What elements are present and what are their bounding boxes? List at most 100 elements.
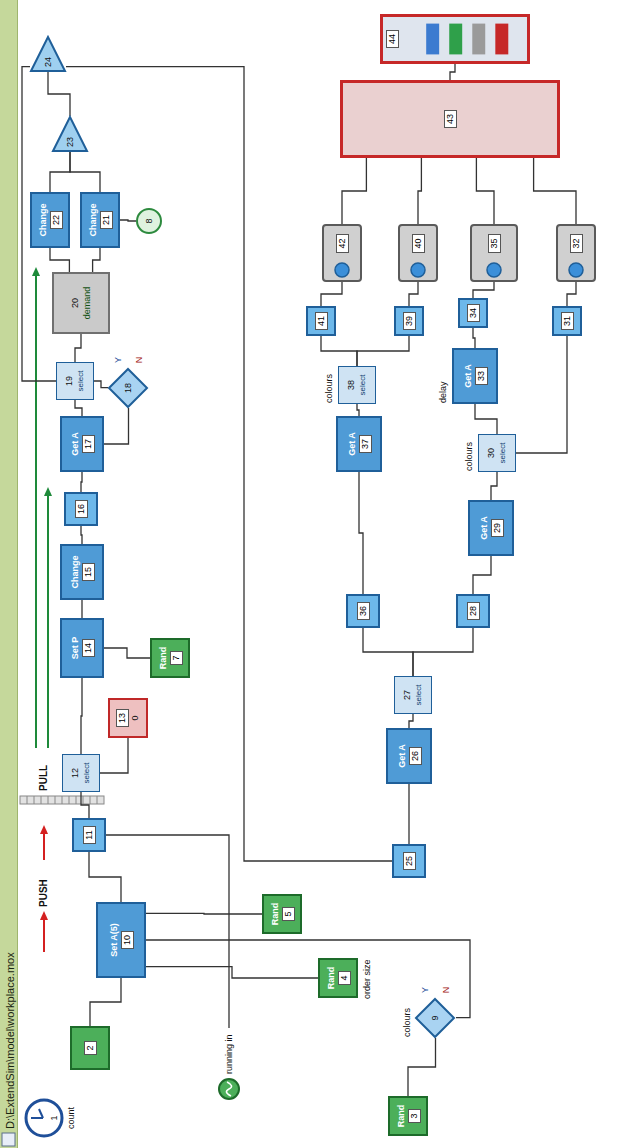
block-number: 2 bbox=[84, 1042, 97, 1055]
connector bbox=[104, 648, 150, 658]
block-number: 15 bbox=[82, 563, 95, 581]
block-number: 8 bbox=[144, 219, 155, 224]
activity-block: 32 bbox=[556, 224, 596, 282]
connector bbox=[409, 282, 418, 306]
block-label: select bbox=[82, 763, 92, 784]
block-label: select bbox=[414, 685, 424, 706]
attribute-block: Set A(5)10 bbox=[96, 902, 146, 978]
plotter-circle: 8 bbox=[136, 208, 162, 234]
plotter-circle: running in bbox=[218, 1028, 240, 1100]
generator-block: 2 bbox=[70, 1026, 110, 1070]
block-number: 27 bbox=[402, 690, 413, 700]
connector bbox=[473, 556, 491, 594]
block-label: count bbox=[66, 1107, 77, 1129]
connector bbox=[75, 334, 81, 362]
block-number: 19 bbox=[64, 376, 75, 386]
catch-triangle: 23 bbox=[52, 116, 88, 152]
random-block: Rand5 bbox=[262, 894, 302, 934]
attribute-block: Get A26 bbox=[386, 728, 432, 784]
activity-block: 42 bbox=[322, 224, 362, 282]
attribute-block: Set P14 bbox=[60, 618, 104, 678]
block-number: 41 bbox=[315, 312, 328, 330]
title-bar: D:\ExtendSim\model\workplace.mox bbox=[0, 0, 18, 1148]
select-block: 38select bbox=[338, 366, 376, 404]
connector bbox=[363, 628, 413, 676]
connector bbox=[357, 404, 359, 416]
connector bbox=[450, 64, 455, 80]
queue-block: 16 bbox=[64, 492, 98, 526]
decision-diamond: 18YN bbox=[108, 353, 149, 408]
exit-block: 43 bbox=[340, 80, 560, 158]
table-block: 44 bbox=[380, 14, 530, 64]
window-icon bbox=[2, 1133, 15, 1146]
block-number: 13 bbox=[116, 709, 129, 727]
block-number: 22 bbox=[50, 211, 63, 229]
block-number: 0 bbox=[130, 716, 141, 721]
attribute-block: Get A29 bbox=[468, 500, 514, 556]
resource-block: 20demand bbox=[52, 272, 110, 334]
connector bbox=[409, 714, 413, 728]
block-label: Y bbox=[113, 357, 124, 363]
block-number: 23 bbox=[65, 137, 76, 147]
block-number: 7 bbox=[170, 652, 183, 665]
decision-diamond: 9YN bbox=[415, 983, 456, 1038]
connector bbox=[359, 472, 363, 594]
block-label: running in bbox=[224, 1034, 235, 1074]
block-label: Y bbox=[420, 987, 431, 993]
queue-block: 34 bbox=[458, 298, 488, 328]
block-label: Get A bbox=[463, 364, 474, 388]
annotation-label: colours bbox=[464, 441, 475, 472]
block-number: 40 bbox=[412, 235, 425, 253]
queue-block: 28 bbox=[456, 594, 490, 628]
block-number: 35 bbox=[488, 235, 501, 253]
block-number: 34 bbox=[467, 304, 480, 322]
block-number: 20 bbox=[70, 298, 81, 308]
block-number: 39 bbox=[403, 312, 416, 330]
push-pull-ladder bbox=[20, 796, 104, 804]
block-number: 3 bbox=[408, 1110, 421, 1123]
block-number: 32 bbox=[570, 235, 583, 253]
clock-block: 1count bbox=[24, 1098, 77, 1138]
connector bbox=[93, 248, 100, 272]
connector bbox=[90, 978, 121, 1026]
block-number: 9 bbox=[430, 1016, 441, 1021]
block-label: select bbox=[498, 443, 508, 464]
block-number: 10 bbox=[121, 931, 134, 949]
block-number: 36 bbox=[357, 602, 370, 620]
block-number: 24 bbox=[43, 57, 54, 67]
connector bbox=[473, 328, 475, 348]
block-label: Rand bbox=[270, 903, 281, 926]
random-block: Rand4 bbox=[318, 958, 358, 998]
attribute-block: Get A33 bbox=[452, 348, 498, 404]
connector bbox=[534, 158, 576, 224]
block-label: Get A bbox=[397, 744, 408, 768]
annotation-label: colours bbox=[402, 1007, 413, 1038]
connector bbox=[81, 678, 82, 754]
connector bbox=[146, 967, 318, 978]
queue-block: 25 bbox=[392, 844, 426, 878]
connector bbox=[321, 282, 342, 306]
window-title: D:\ExtendSim\model\workplace.mox bbox=[2, 952, 19, 1148]
block-label: demand bbox=[82, 287, 93, 320]
block-number: 26 bbox=[409, 747, 422, 765]
annotation-label: PUSH bbox=[38, 878, 50, 908]
connector bbox=[408, 784, 409, 844]
annotation-label: delay bbox=[438, 380, 449, 404]
select-block: 27select bbox=[394, 676, 432, 714]
block-number: 4 bbox=[338, 972, 351, 985]
activity-block: 40 bbox=[398, 224, 438, 282]
connector bbox=[94, 381, 108, 388]
connector bbox=[66, 67, 392, 861]
connector bbox=[81, 792, 89, 818]
block-label: Change bbox=[38, 204, 49, 237]
connector bbox=[48, 72, 70, 116]
connector bbox=[81, 472, 82, 492]
connector bbox=[413, 628, 473, 676]
block-label: Change bbox=[70, 556, 81, 589]
connector bbox=[50, 248, 69, 272]
block-number: 5 bbox=[282, 908, 295, 921]
annotation-label: PULL bbox=[38, 764, 50, 792]
connector bbox=[476, 158, 494, 224]
table-block-outline bbox=[383, 17, 527, 61]
